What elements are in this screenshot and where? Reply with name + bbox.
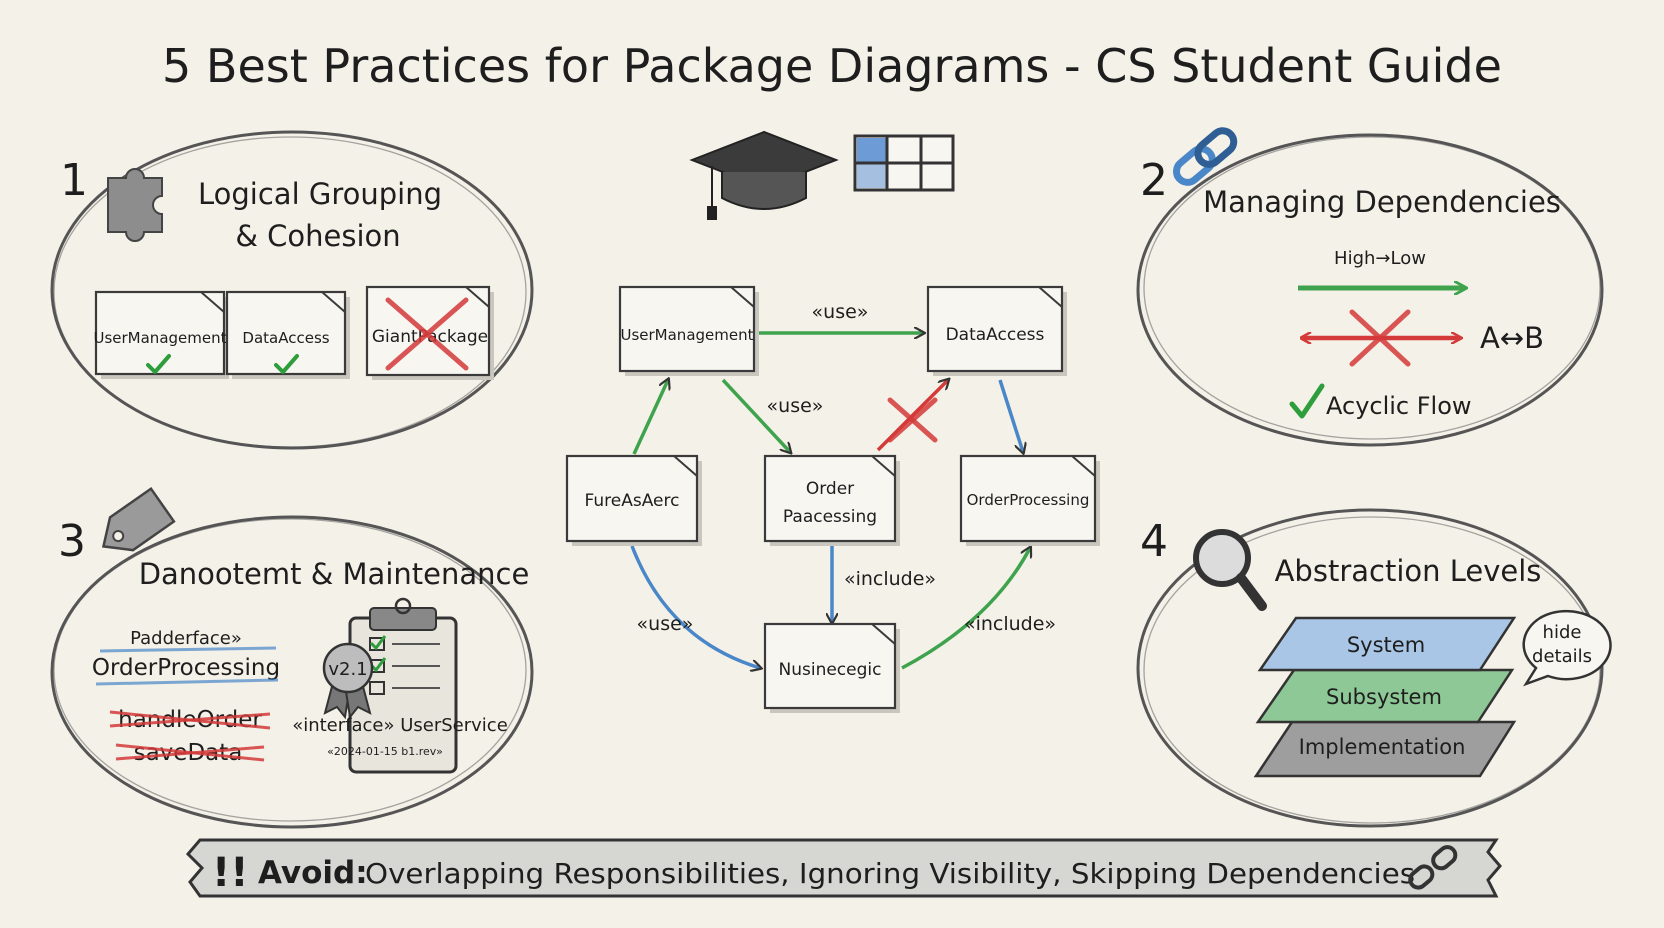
page-title: 5 Best Practices for Package Diagrams - … [162, 39, 1502, 93]
section-1: 1 Logical Grouping & Cohesion UserManage… [60, 155, 494, 380]
section-1-title-line1: Logical Grouping [198, 177, 442, 211]
section-2-title: Managing Dependencies [1203, 185, 1561, 219]
layer-subsystem: Subsystem [1255, 668, 1515, 724]
section-1-oval [50, 130, 534, 450]
section-1-title-line2: & Cohesion [235, 219, 400, 253]
node-businesslogic: Nusinecegic [763, 622, 900, 713]
edge-label: «use» [637, 613, 694, 635]
node-label: Nusinecegic [779, 660, 882, 680]
edge-label: «use» [767, 395, 824, 417]
layer-label: System [1347, 633, 1425, 657]
edge-bl-opr [901, 548, 1030, 670]
node-label: UserManagement [620, 326, 753, 344]
section-4-oval [1136, 508, 1604, 828]
section-2-number: 2 [1140, 155, 1168, 206]
node-label: FureAsAerc [585, 491, 680, 511]
package-label: UserManagement [93, 329, 226, 347]
a-b-label: A↔B [1480, 321, 1544, 355]
acyclic-label: Acyclic Flow [1326, 392, 1472, 420]
section-3-oval [50, 515, 534, 829]
section-2: 2 Managing Dependencies High→Low A↔B Acy… [1140, 127, 1561, 420]
section-2-oval [1136, 133, 1604, 447]
node-dataaccess: DataAccess [926, 285, 1067, 376]
price-tag-icon [101, 486, 176, 552]
section-3-title: Danootemt & Maintenance [139, 557, 530, 591]
node-orderprocessing-right: OrderProcessing [959, 454, 1100, 546]
edge-pa-bl [630, 545, 760, 668]
package-giantpackage: GiantPackage [365, 285, 494, 380]
edge-label: «use» [812, 301, 869, 323]
section-1-number: 1 [60, 155, 88, 206]
broken-chain-icon [1408, 845, 1458, 890]
interface-label: «interface» UserService [292, 715, 508, 736]
badge-label: v2.1 [328, 659, 367, 680]
check-icon [146, 354, 171, 374]
edge-label: «include» [844, 568, 936, 590]
package-dataaccess: DataAccess [225, 290, 350, 379]
puzzle-icon [107, 168, 163, 242]
node-usermanagement: UserManagement [618, 285, 759, 376]
check-icon [1289, 383, 1325, 419]
package-label: DataAccess [242, 329, 329, 347]
node-orderprocessing-middle: Order Paacessing [763, 454, 900, 546]
bubble-line2: details [1532, 646, 1592, 667]
layer-label: Implementation [1299, 735, 1466, 759]
date-label: «2024-01-15 b1.rev» [327, 745, 443, 758]
magnifier-icon [1193, 529, 1267, 611]
section-3-number: 3 [58, 516, 86, 567]
version-badge: v2.1 [322, 642, 374, 720]
clipboard-icon [348, 597, 458, 774]
layer-system: System [1257, 616, 1517, 672]
section-4: 4 Abstraction Levels Implementation Subs… [1140, 516, 1612, 778]
node-label: Paacessing [783, 507, 877, 527]
center-dependency-diagram: «use» «use» «include» «use» «include» Us… [565, 285, 1100, 713]
avoid-banner: !! Avoid: Overlapping Responsibilities, … [185, 838, 1502, 898]
edge-pa-um [632, 380, 668, 455]
layer-label: Subsystem [1326, 685, 1442, 709]
section-3: 3 Danootemt & Maintenance Padderface» Or… [58, 486, 530, 774]
section-4-title: Abstraction Levels [1275, 554, 1542, 588]
node-label: OrderProcessing [967, 491, 1090, 509]
node-label: DataAccess [946, 325, 1045, 345]
graduation-cap-icon [689, 130, 839, 220]
edge-label: «include» [964, 613, 1056, 635]
node-pureabstract: FureAsAerc [565, 454, 702, 546]
edge-um-op [721, 378, 790, 452]
section-4-number: 4 [1140, 516, 1168, 567]
edge-da-opr [998, 379, 1023, 452]
banner-prefix: !! [212, 850, 248, 896]
node-label: Order [806, 479, 854, 499]
bubble-line1: hide [1543, 622, 1582, 643]
check-icon [274, 354, 299, 374]
layer-implementation: Implementation [1253, 720, 1517, 778]
speech-bubble: hide details [1522, 609, 1612, 687]
stereotype-label: Padderface» [130, 628, 242, 649]
package-name-label: OrderProcessing [92, 655, 280, 681]
package-usermanagement: UserManagement [93, 290, 229, 379]
grid-table-icon [853, 134, 955, 192]
banner-label: Avoid: [258, 855, 368, 891]
chain-link-icon [1172, 127, 1238, 186]
banner-text: Overlapping Responsibilities, Ignoring V… [365, 857, 1415, 890]
high-low-label: High→Low [1334, 248, 1426, 269]
